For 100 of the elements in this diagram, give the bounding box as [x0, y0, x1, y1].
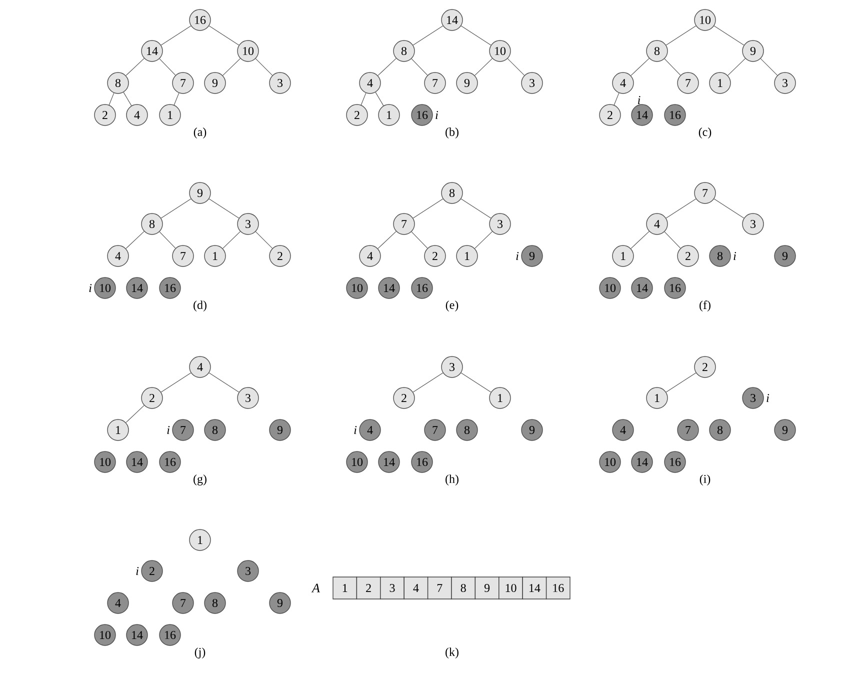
heap-node: 14 [631, 277, 653, 299]
tree-edge [222, 231, 241, 249]
tree-edge [630, 58, 650, 76]
heap-node: 9 [456, 72, 478, 94]
index-marker: i [89, 284, 92, 292]
tree-edge [412, 198, 444, 218]
heap-node: 8 [141, 213, 163, 235]
tree-edge [714, 26, 744, 46]
index-marker: i [734, 252, 736, 260]
heap-node: 10 [489, 40, 511, 62]
array-cell: 2 [356, 576, 381, 600]
heap-node: 10 [346, 451, 368, 473]
heap-node: 3 [237, 213, 259, 235]
heap-node: 1 [709, 72, 731, 94]
heap-node: 16 [411, 277, 433, 299]
heap-node: 7 [172, 419, 194, 441]
tree-edge [630, 231, 650, 249]
heap-node: 7 [424, 419, 446, 441]
heap-node: 9 [204, 72, 226, 94]
heap-node: 10 [599, 277, 621, 299]
heap-node: 1 [489, 387, 511, 409]
tree-edge [222, 58, 241, 76]
tree-edge [108, 92, 114, 106]
tree-edge [411, 232, 428, 249]
array-cell: 8 [451, 576, 476, 600]
heap-node: 7 [694, 182, 716, 204]
heap-node: 14 [441, 9, 463, 31]
heap-node: 7 [172, 245, 194, 267]
array-name: A [311, 584, 320, 592]
heap-node: 1 [612, 245, 634, 267]
heap-node: 4 [359, 245, 381, 267]
heap-node: 9 [521, 419, 543, 441]
heap-node: 1 [107, 419, 129, 441]
heap-node: 7 [172, 72, 194, 94]
tree-edge [174, 92, 180, 106]
index-marker: i [167, 426, 170, 434]
heap-node: 7 [677, 419, 699, 441]
heap-node: 8 [204, 592, 226, 614]
heap-node: 8 [441, 182, 463, 204]
tree-edge [666, 26, 696, 46]
heap-node: 9 [521, 245, 543, 267]
heap-node: 4 [646, 213, 668, 235]
tree-edge [507, 58, 525, 76]
heap-node: 16 [664, 104, 686, 126]
heap-node: 3 [742, 387, 764, 409]
heap-node: 3 [237, 560, 259, 582]
heap-node: 3 [489, 213, 511, 235]
tree-edge [714, 198, 744, 218]
heap-node: 14 [631, 451, 653, 473]
array-cell: 16 [546, 576, 570, 600]
heap-node: 2 [141, 560, 163, 582]
heap-node: 10 [237, 40, 259, 62]
tree-edge [411, 58, 428, 76]
heap-node: 4 [189, 356, 211, 378]
panel-caption: (e) [446, 300, 458, 312]
array-cell: 1 [332, 576, 358, 600]
tree-edge [378, 58, 396, 76]
heap-node: 10 [694, 9, 716, 31]
heap-node: 2 [424, 245, 446, 267]
heap-node: 8 [107, 72, 129, 94]
heap-node: 14 [126, 451, 148, 473]
tree-edge [160, 26, 192, 46]
heap-node: 3 [237, 387, 259, 409]
heap-node: 9 [269, 592, 291, 614]
heap-node: 10 [94, 624, 116, 646]
heap-node: 8 [646, 40, 668, 62]
heap-node: 3 [441, 356, 463, 378]
heap-node: 4 [107, 592, 129, 614]
heap-node: 10 [599, 451, 621, 473]
heap-node: 9 [742, 40, 764, 62]
tree-edge [255, 58, 273, 76]
array-cell: 3 [380, 576, 404, 600]
heap-node: 4 [107, 245, 129, 267]
heap-node: 8 [709, 419, 731, 441]
array-cell: 4 [404, 576, 428, 600]
panel-caption: (j) [194, 648, 206, 658]
index-marker: i [136, 567, 139, 575]
heap-node: 16 [664, 451, 686, 473]
heap-node: 14 [631, 104, 653, 126]
tree-edge [159, 58, 176, 76]
array-cell: 7 [427, 576, 452, 600]
panel-caption: (f) [700, 300, 710, 312]
heap-node: 9 [189, 182, 211, 204]
tree-edge [614, 92, 620, 106]
heap-node: 8 [456, 419, 478, 441]
heap-node: 4 [359, 419, 381, 441]
heap-node: 16 [411, 104, 433, 126]
heap-node: 4 [126, 104, 148, 126]
tree-edge [460, 26, 492, 46]
heap-node: 10 [346, 277, 368, 299]
panel-caption: (i) [700, 474, 710, 486]
heap-node: 14 [126, 277, 148, 299]
array-cell: 9 [474, 576, 500, 600]
heap-node: 4 [359, 72, 381, 94]
heap-node: 14 [141, 40, 163, 62]
heap-node: 10 [94, 451, 116, 473]
panel-caption: (g) [194, 474, 206, 486]
tree-edge [160, 372, 192, 392]
heap-node: 4 [612, 419, 634, 441]
heap-node: 14 [378, 277, 400, 299]
